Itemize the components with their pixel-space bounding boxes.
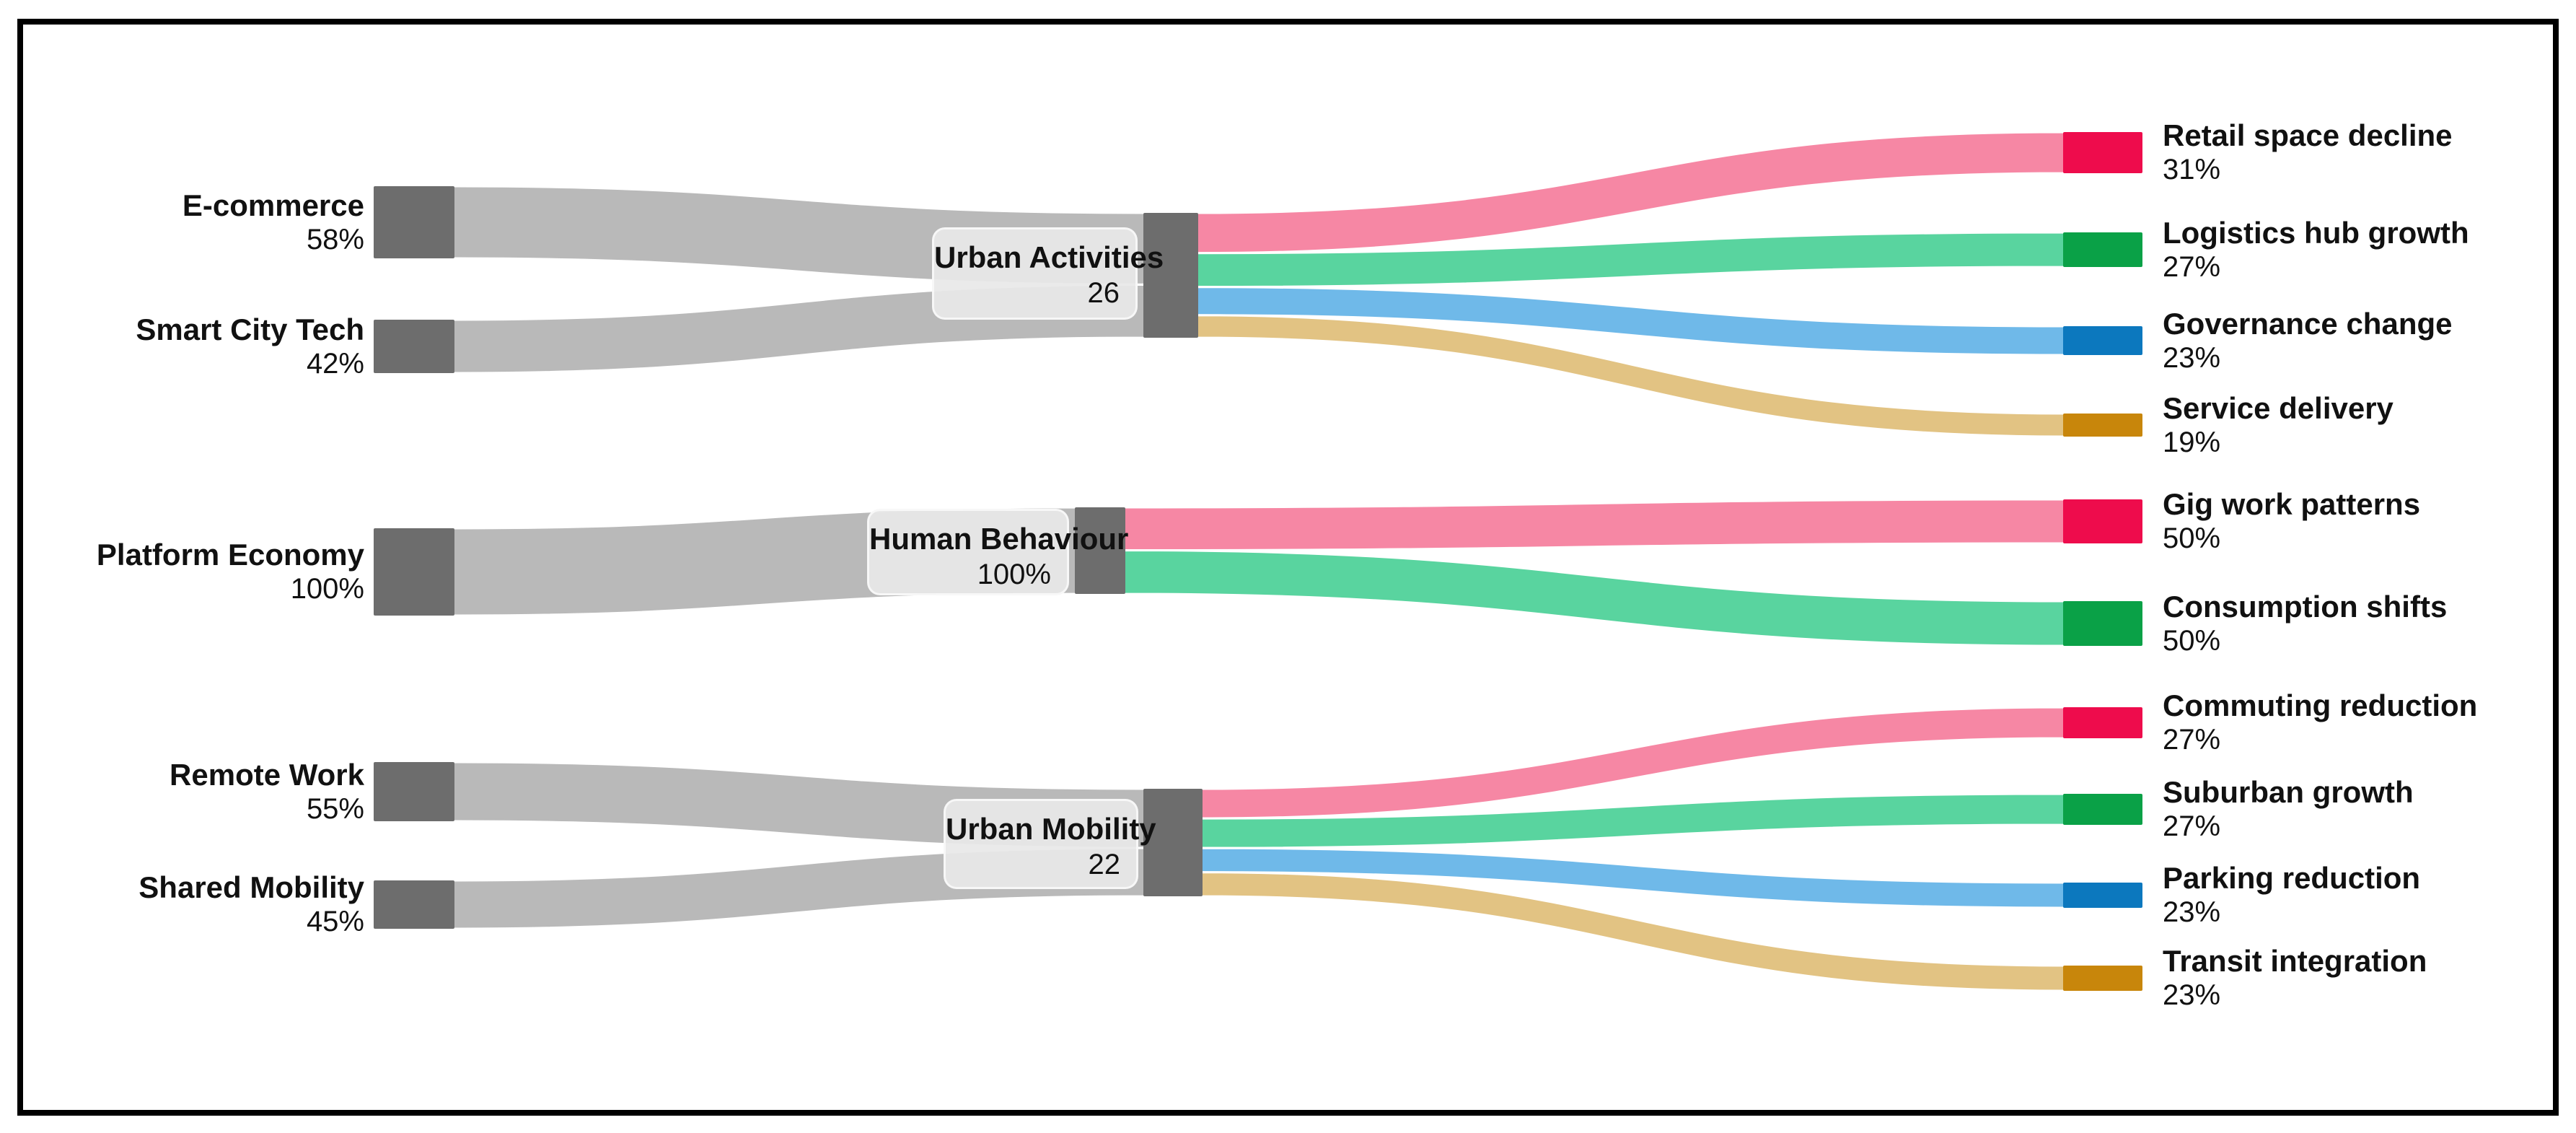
source-name: Remote Work: [170, 758, 364, 792]
source-node-human-behaviour-0: [374, 528, 454, 616]
source-node-urban-mobility-0: [374, 762, 454, 821]
target-label-transit-integration: Transit integration 23%: [2163, 944, 2552, 1012]
figure-border: [17, 19, 2559, 1116]
source-label-platform-economy: Platform Economy 100%: [43, 538, 364, 605]
source-value: 45%: [306, 906, 364, 937]
source-node-urban-activities-0: [374, 186, 454, 258]
target-name: Suburban growth: [2163, 775, 2414, 809]
hub-label-urban-activities: Urban Activities 26: [932, 227, 1164, 320]
target-label-governance-change: Governance change 23%: [2163, 307, 2552, 375]
source-name: Smart City Tech: [136, 312, 364, 346]
target-node-human-behaviour-1: [2063, 601, 2142, 646]
target-label-commuting-reduction: Commuting reduction 27%: [2163, 688, 2552, 756]
target-name: Parking reduction: [2163, 861, 2421, 895]
hub-label-human-behaviour: Human Behaviour 100%: [867, 509, 1129, 595]
target-name: Commuting reduction: [2163, 688, 2478, 722]
target-value: 27%: [2163, 724, 2221, 756]
target-label-parking-reduction: Parking reduction 23%: [2163, 861, 2552, 929]
source-value: 42%: [306, 348, 364, 380]
hub-node-urban-mobility: [1143, 789, 1203, 896]
hub-node-human-behaviour: [1075, 507, 1125, 594]
target-label-suburban-growth: Suburban growth 27%: [2163, 775, 2552, 843]
source-label-e-commerce: E-commerce 58%: [43, 188, 364, 256]
target-value: 19%: [2163, 426, 2221, 458]
target-value: 50%: [2163, 625, 2221, 657]
hub-node-urban-activities: [1143, 213, 1198, 338]
target-value: 23%: [2163, 979, 2221, 1011]
target-value: 23%: [2163, 896, 2221, 928]
target-node-urban-activities-1: [2063, 232, 2142, 267]
source-value: 100%: [290, 573, 364, 605]
target-value: 31%: [2163, 154, 2221, 185]
hub-value: 100%: [977, 559, 1051, 590]
target-node-urban-activities-2: [2063, 326, 2142, 355]
target-node-human-behaviour-0: [2063, 499, 2142, 543]
source-name: Platform Economy: [96, 538, 364, 572]
source-value: 58%: [306, 224, 364, 255]
target-name: Retail space decline: [2163, 118, 2453, 152]
source-label-shared-mobility: Shared Mobility 45%: [43, 870, 364, 938]
hub-label-urban-mobility: Urban Mobility 22: [944, 799, 1156, 889]
source-label-remote-work: Remote Work 55%: [43, 758, 364, 826]
target-node-urban-activities-3: [2063, 414, 2142, 437]
target-name: Logistics hub growth: [2163, 216, 2469, 250]
hub-name: Urban Mobility: [946, 812, 1156, 846]
target-node-urban-mobility-1: [2063, 794, 2142, 825]
target-value: 27%: [2163, 251, 2221, 283]
source-name: Shared Mobility: [139, 870, 364, 904]
source-node-urban-mobility-1: [374, 880, 454, 929]
target-name: Transit integration: [2163, 944, 2427, 978]
source-label-smart-city-tech: Smart City Tech 42%: [43, 312, 364, 380]
target-node-urban-mobility-0: [2063, 707, 2142, 738]
target-name: Gig work patterns: [2163, 487, 2421, 521]
target-node-urban-mobility-2: [2063, 883, 2142, 908]
target-label-retail-space-decline: Retail space decline 31%: [2163, 118, 2552, 186]
hub-value: 26: [1087, 277, 1120, 309]
source-node-urban-activities-1: [374, 320, 454, 373]
source-name: E-commerce: [182, 188, 364, 222]
target-value: 23%: [2163, 342, 2221, 374]
target-label-service-delivery: Service delivery 19%: [2163, 391, 2552, 459]
source-value: 55%: [306, 793, 364, 825]
target-label-gig-work-patterns: Gig work patterns 50%: [2163, 487, 2552, 555]
target-node-urban-activities-0: [2063, 132, 2142, 173]
hub-value: 22: [1088, 849, 1121, 880]
target-value: 27%: [2163, 810, 2221, 842]
target-name: Governance change: [2163, 307, 2453, 341]
target-label-consumption-shifts: Consumption shifts 50%: [2163, 590, 2552, 657]
target-node-urban-mobility-3: [2063, 966, 2142, 991]
hub-name: Urban Activities: [934, 240, 1164, 274]
target-value: 50%: [2163, 522, 2221, 554]
target-name: Consumption shifts: [2163, 590, 2448, 624]
target-label-logistics-hub-growth: Logistics hub growth 27%: [2163, 216, 2552, 284]
target-name: Service delivery: [2163, 391, 2393, 425]
hub-name: Human Behaviour: [869, 522, 1129, 556]
